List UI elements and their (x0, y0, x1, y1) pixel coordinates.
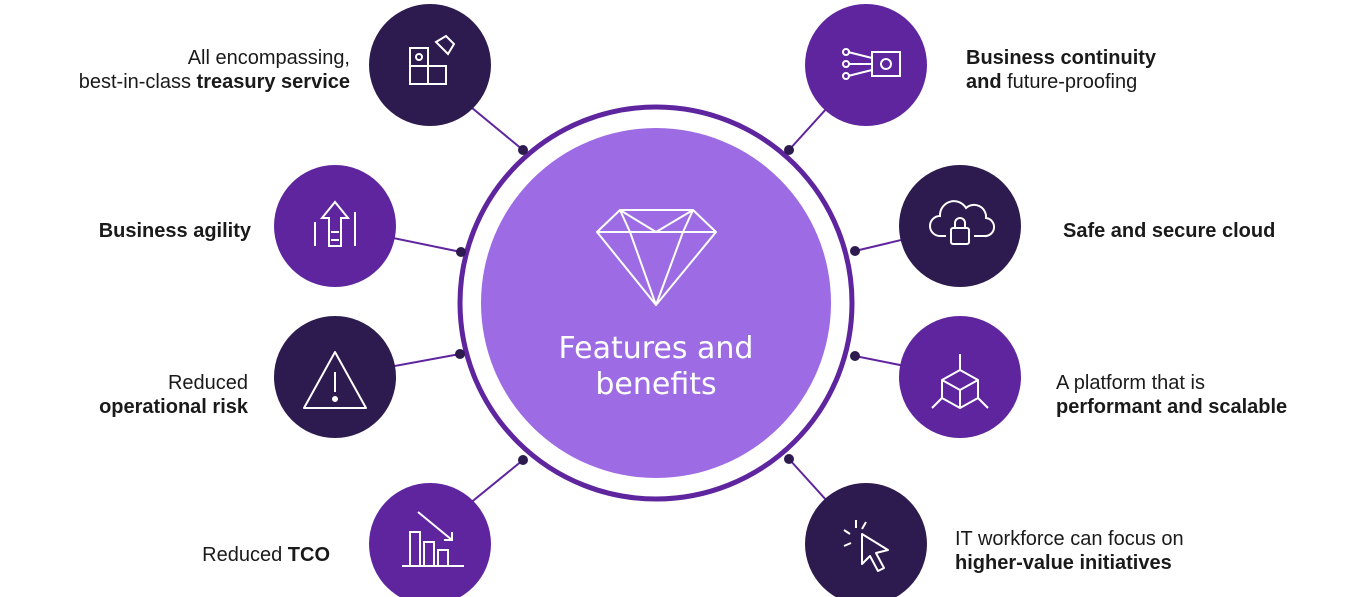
label-agility: Business agility (99, 219, 251, 243)
arrow-up-stairs-icon (314, 200, 356, 247)
outer-ring (457, 104, 855, 502)
circuit-money-icon (842, 48, 901, 80)
label-treasury-line2-regular: best-in-class (78, 71, 197, 93)
label-treasury-line2: best-in-class treasury service (79, 70, 350, 94)
label-tco-regular: Reduced (202, 544, 288, 566)
ring-dots (455, 145, 860, 465)
ring-dot (784, 145, 794, 155)
node-agility (274, 165, 396, 287)
label-scalable: A platform that is performant and scalab… (1056, 371, 1287, 419)
center-title: Features and benefits (486, 331, 826, 403)
center-title-line1: Features and (558, 331, 754, 366)
label-continuity-regular: future-proofing (1001, 71, 1138, 93)
node-risk (274, 316, 396, 438)
chart-down-icon (402, 511, 464, 567)
label-risk-line1: Reduced (167, 372, 248, 394)
node-circle (899, 165, 1021, 287)
ring-dot (850, 351, 860, 361)
ring-dot (518, 455, 528, 465)
node-circle (274, 165, 396, 287)
ring-dot (784, 454, 794, 464)
label-risk-line2: operational risk (99, 395, 248, 419)
center-title-line2: benefits (595, 367, 717, 402)
label-treasury-bold: treasury service (196, 71, 350, 93)
label-tco: Reduced TCO (202, 543, 330, 567)
cloud-lock-icon (929, 200, 995, 245)
label-agility-bold: Business agility (98, 220, 251, 242)
node-tco (369, 483, 491, 597)
ring-dot (518, 145, 528, 155)
warning-icon (303, 351, 367, 409)
label-scalable-line1: A platform that is (1056, 372, 1205, 394)
label-workforce-line2: higher-value initiatives (955, 551, 1184, 575)
label-scalable-line2: performant and scalable (1056, 395, 1287, 419)
ring-dot (850, 246, 860, 256)
label-tco-bold: TCO (287, 544, 330, 566)
diamond-icon (596, 209, 717, 306)
node-scalable (899, 316, 1021, 438)
label-continuity-bold1: Business continuity (966, 47, 1157, 69)
label-workforce-bold: higher-value initiatives (955, 552, 1172, 574)
label-workforce-line1: IT workforce can focus on (955, 528, 1184, 550)
label-continuity-line1: Business continuity (966, 46, 1156, 70)
puzzle-icon (409, 34, 456, 85)
label-continuity-line2: and future-proofing (966, 70, 1156, 94)
node-circle (805, 483, 927, 597)
node-continuity (805, 4, 927, 126)
node-treasury (369, 4, 491, 126)
label-risk-bold: operational risk (99, 396, 248, 418)
label-cloud-bold: Safe and secure cloud (1063, 220, 1276, 242)
label-scalable-bold: performant and scalable (1056, 396, 1288, 418)
label-risk: Reduced operational risk (99, 371, 248, 419)
node-workforce (805, 483, 927, 597)
ring-dot (456, 247, 466, 257)
box-arrows-icon (931, 354, 989, 409)
label-treasury: All encompassing, best-in-class treasury… (79, 46, 350, 94)
label-continuity-bold2: and (966, 71, 1002, 93)
node-circle (899, 316, 1021, 438)
cursor-click-icon (843, 520, 889, 572)
label-continuity: Business continuity and future-proofing (966, 46, 1156, 94)
label-workforce: IT workforce can focus on higher-value i… (955, 527, 1184, 575)
label-treasury-line1: All encompassing, (187, 47, 350, 69)
label-cloud: Safe and secure cloud (1063, 219, 1275, 243)
node-circle (369, 483, 491, 597)
node-cloud (899, 165, 1021, 287)
ring-dot (455, 349, 465, 359)
